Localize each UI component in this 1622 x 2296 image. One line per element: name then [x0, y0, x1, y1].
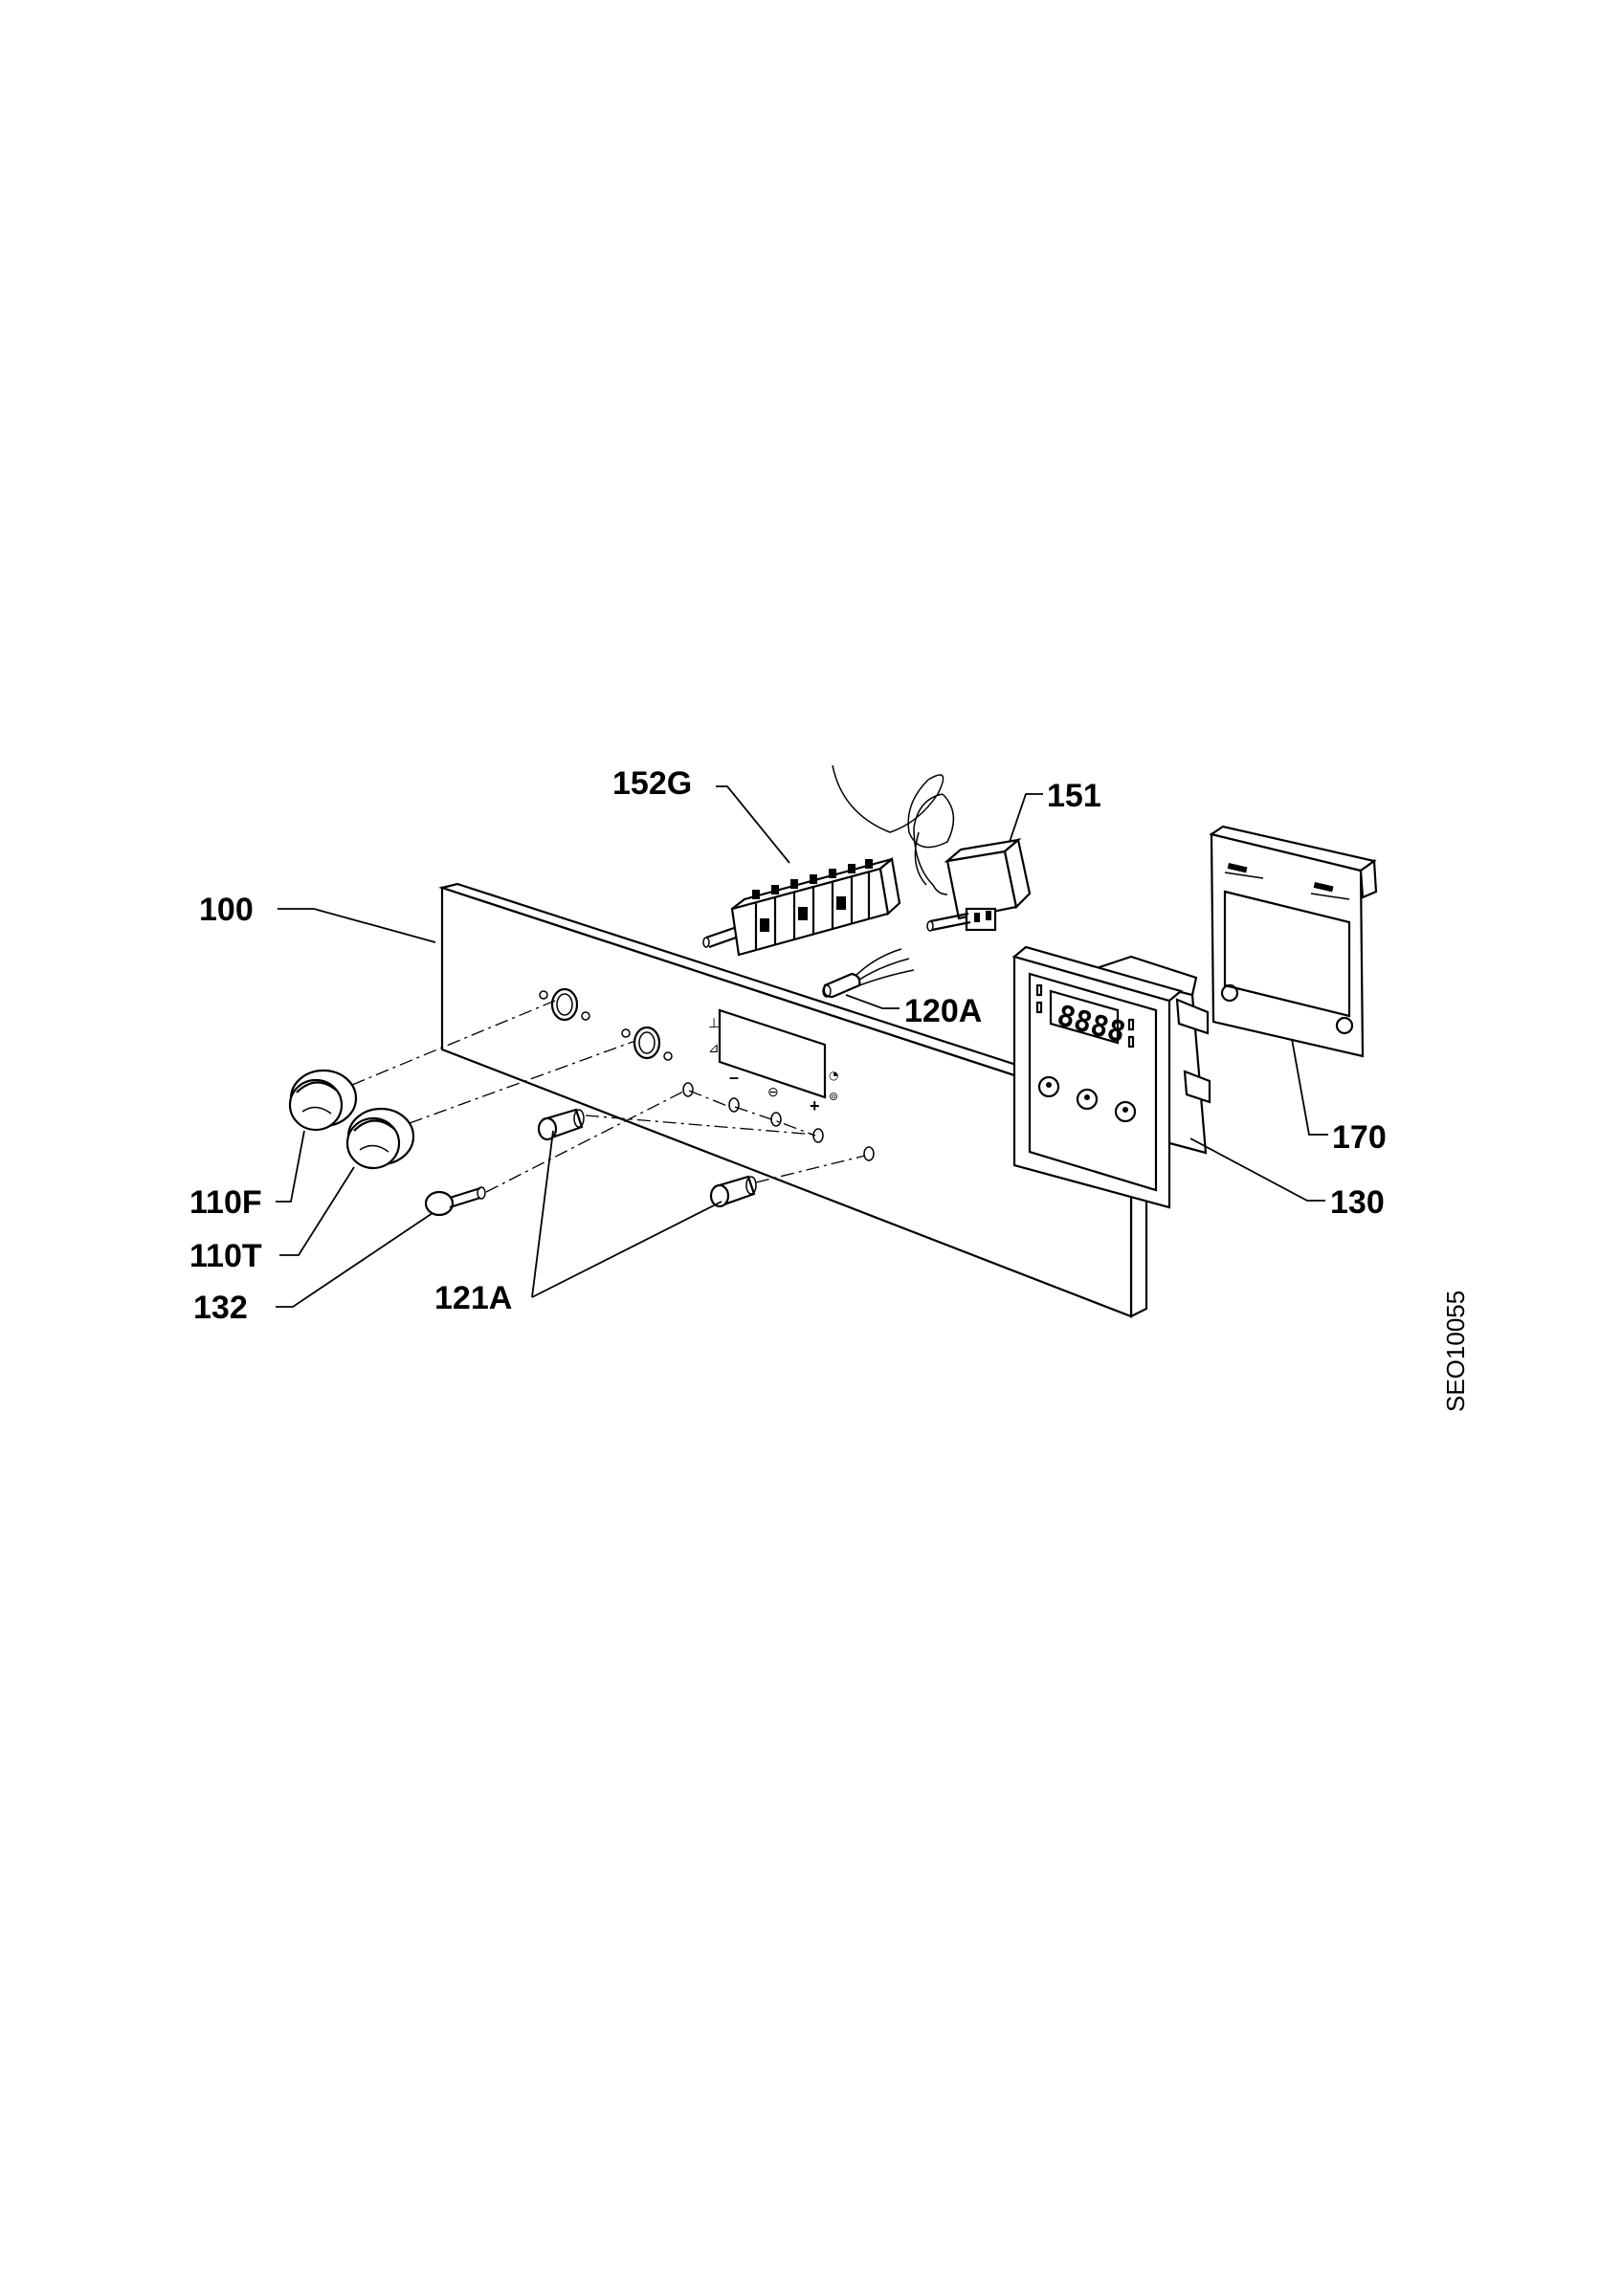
label-120A: 120A: [904, 993, 982, 1029]
svg-text:–: –: [729, 1068, 739, 1087]
label-170: 170: [1332, 1119, 1387, 1156]
svg-text:⊿: ⊿: [708, 1041, 720, 1056]
label-151: 151: [1047, 778, 1101, 814]
svg-text:⊥: ⊥: [708, 1016, 720, 1031]
label-110T: 110T: [189, 1238, 262, 1274]
timer-module-130: 8888: [1011, 945, 1211, 1209]
push-knob-132: [424, 1186, 486, 1217]
label-121A: 121A: [434, 1280, 512, 1316]
assembly-lines: [351, 1000, 866, 1193]
label-152G: 152G: [612, 765, 692, 802]
knob-110F: [288, 1069, 358, 1132]
switch-contacts: [752, 859, 873, 950]
button-121A-lower: [709, 1175, 757, 1208]
label-100: 100: [199, 892, 254, 928]
svg-text:+: +: [810, 1096, 820, 1115]
part-labels: 100 152G 151 120A 170 130 110F 110T 132 …: [189, 765, 1470, 1412]
selector-switch-152G: [702, 856, 901, 957]
svg-text:◔: ◔: [829, 1069, 838, 1082]
label-130: 130: [1330, 1184, 1385, 1221]
leader-lines: [276, 785, 1328, 1308]
thermostat-151: [832, 764, 1032, 932]
bracket-170: [1209, 825, 1378, 1058]
button-121A-upper: [537, 1108, 585, 1141]
reference-code: SEO10055: [1441, 1291, 1470, 1412]
svg-text:⊖: ⊖: [767, 1084, 779, 1099]
lamp-120A: [822, 948, 915, 999]
knob-110T: [345, 1107, 415, 1170]
label-110F: 110F: [189, 1184, 262, 1221]
svg-text:⊚: ⊚: [829, 1090, 838, 1103]
label-132: 132: [193, 1290, 248, 1326]
control-panel-100: ⊥ ⊿ ◔ ⊚ – ⊖ +: [438, 882, 1150, 1318]
